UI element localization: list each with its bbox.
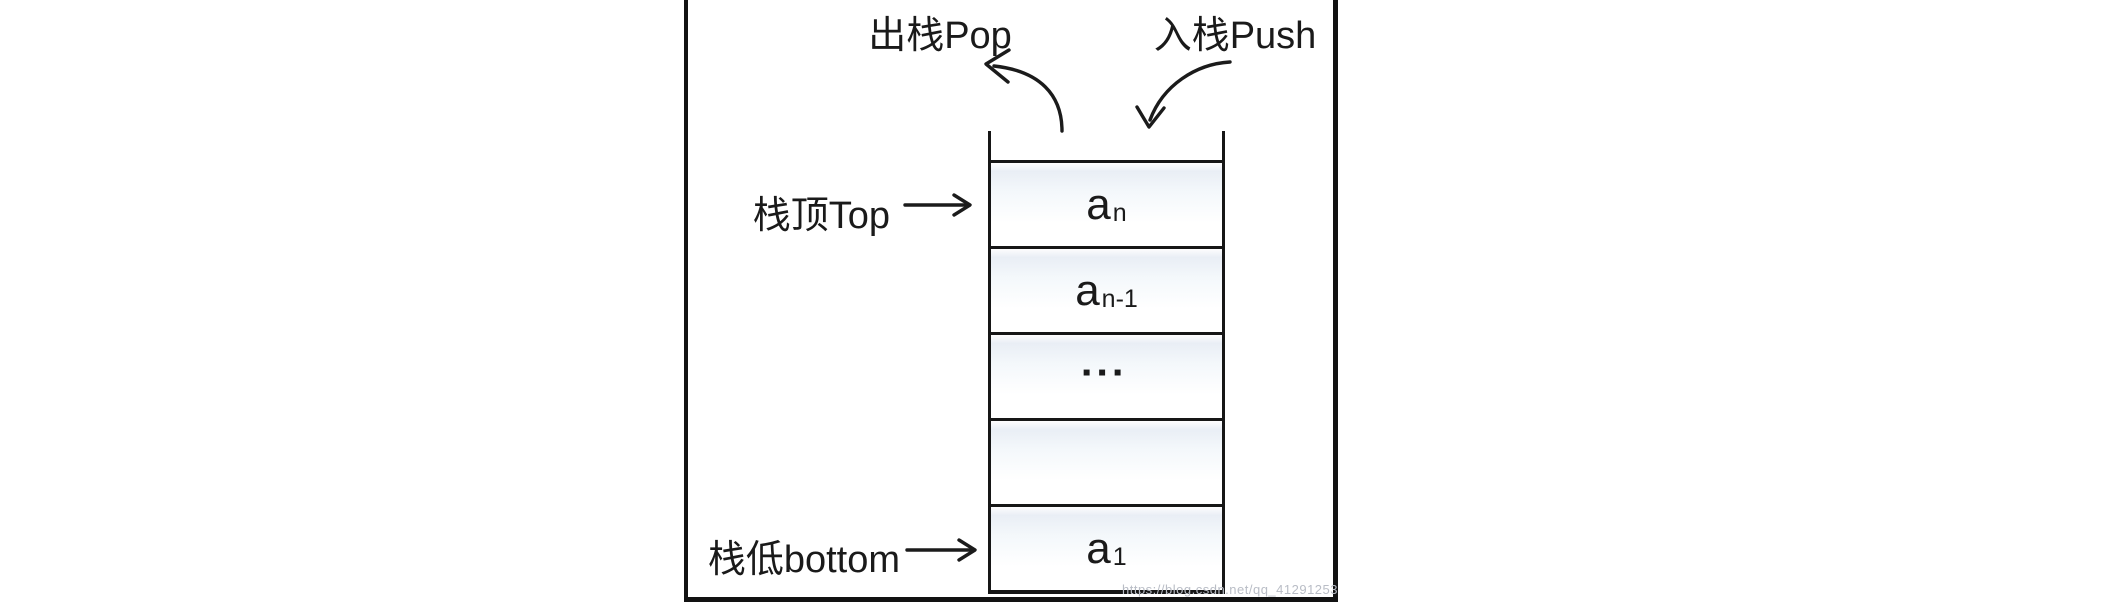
outer-frame-left-border: [684, 0, 688, 602]
stack-bottom-border: [991, 590, 1222, 594]
stack-bottom-label: 栈低bottom: [707, 539, 900, 581]
outer-frame-right-border: [1333, 0, 1338, 602]
push-label: 入栈Push: [1153, 15, 1317, 57]
cell-subscript: 1: [1112, 543, 1127, 571]
cell-value: a: [1086, 179, 1111, 229]
top-arrow-icon: [903, 193, 972, 217]
cell-subscript: n-1: [1101, 285, 1138, 313]
cell-value: a: [1086, 523, 1111, 573]
pop-arrow-icon: [984, 48, 1064, 133]
stack-cell-empty: [991, 418, 1222, 504]
ellipsis-dots: ▪▪▪: [1082, 358, 1129, 386]
push-arrow-icon: [1135, 60, 1232, 129]
stack-top-label: 栈顶Top: [752, 195, 890, 237]
bottom-arrow-icon: [905, 538, 977, 562]
pop-label: 出栈Pop: [868, 15, 1012, 57]
cell-subscript: n: [1112, 199, 1127, 227]
csdn-watermark: https://blog.csdn.net/qq_41291253: [1122, 582, 1338, 597]
cell-value: a: [1075, 265, 1100, 315]
stack-cell-ellipsis: ▪▪▪: [991, 332, 1222, 418]
outer-frame-bottom-border: [684, 597, 1338, 602]
stack-mouth-opening: [991, 131, 1222, 160]
